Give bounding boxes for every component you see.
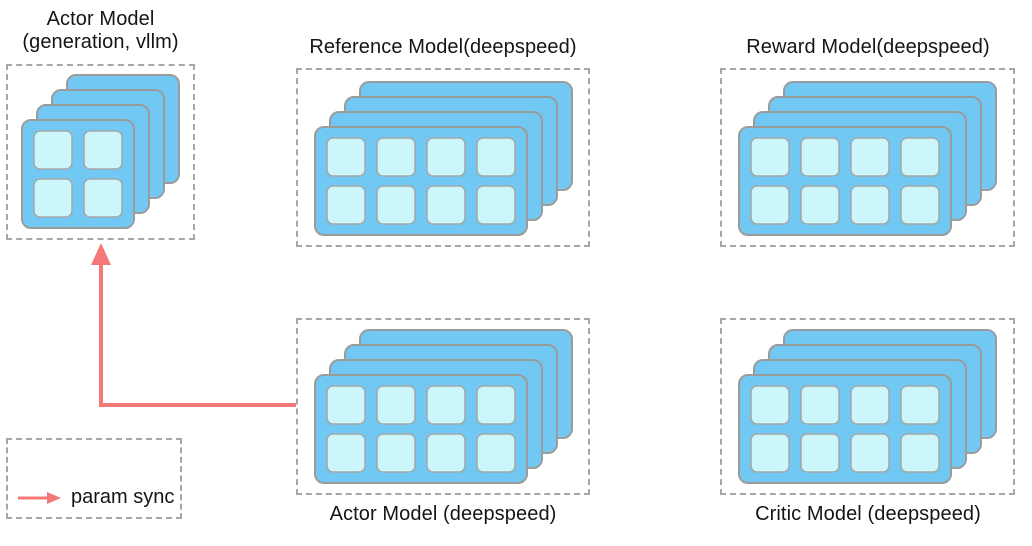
- gpu-cell: [476, 185, 516, 225]
- right-arrow-icon: [18, 491, 61, 504]
- gpu-cell: [750, 185, 790, 225]
- reward-model-box: [720, 68, 1015, 247]
- gpu-cell: [800, 433, 840, 473]
- gpu-cell: [83, 178, 123, 218]
- gpu-cell: [376, 137, 416, 177]
- gpu-cell: [850, 433, 890, 473]
- gpu-cell: [800, 137, 840, 177]
- gpu-cell: [426, 385, 466, 425]
- actor-deepspeed-box: [296, 318, 590, 495]
- gpu-cell: [750, 385, 790, 425]
- reference-model-title-line1: Reference Model(deepspeed): [309, 36, 577, 58]
- reward-model-gpu-stack: [738, 81, 997, 236]
- legend-row: param sync: [16, 486, 174, 509]
- gpu-cell: [750, 433, 790, 473]
- gpu-cell: [900, 137, 940, 177]
- actor-deepspeed-label: Actor Model (deepspeed): [280, 503, 606, 526]
- gpu-cell: [900, 433, 940, 473]
- gpu-cell: [326, 385, 366, 425]
- actor-vllm-title-line1: Actor Model: [46, 8, 155, 30]
- critic-model-label-line1: Critic Model (deepspeed): [755, 503, 981, 525]
- actor-deepspeed-label-line1: Actor Model (deepspeed): [329, 503, 557, 525]
- gpu-cell: [850, 185, 890, 225]
- gpu-cell: [376, 433, 416, 473]
- gpu-card: [314, 374, 528, 484]
- actor-vllm-box: [6, 64, 195, 240]
- legend-box: param sync: [6, 438, 182, 519]
- critic-model-gpu-stack: [738, 329, 997, 484]
- gpu-cell: [800, 385, 840, 425]
- critic-model-label: Critic Model (deepspeed): [705, 503, 1031, 526]
- gpu-cell: [83, 130, 123, 170]
- reference-model-title: Reference Model(deepspeed): [280, 36, 606, 59]
- gpu-cell: [900, 185, 940, 225]
- gpu-cell: [326, 185, 366, 225]
- gpu-cell: [850, 137, 890, 177]
- gpu-cell: [850, 385, 890, 425]
- gpu-cell: [326, 433, 366, 473]
- gpu-cell: [476, 433, 516, 473]
- gpu-cell: [376, 385, 416, 425]
- legend-label: param sync: [71, 486, 175, 508]
- reference-model-box: [296, 68, 590, 247]
- param-sync-arrowhead: [91, 243, 111, 265]
- actor-deepspeed-gpu-stack: [314, 329, 573, 484]
- gpu-card: [738, 374, 952, 484]
- reward-model-title-line1: Reward Model(deepspeed): [746, 36, 990, 58]
- gpu-cell: [476, 137, 516, 177]
- gpu-cell: [376, 185, 416, 225]
- gpu-cell: [33, 130, 73, 170]
- reference-model-gpu-stack: [314, 81, 573, 236]
- gpu-cell: [426, 433, 466, 473]
- gpu-cell: [800, 185, 840, 225]
- gpu-cell: [426, 137, 466, 177]
- gpu-cell: [750, 137, 790, 177]
- gpu-cell: [476, 385, 516, 425]
- gpu-cell: [900, 385, 940, 425]
- param-sync-path: [99, 262, 296, 407]
- gpu-card: [738, 126, 952, 236]
- reward-model-title: Reward Model(deepspeed): [705, 36, 1031, 59]
- gpu-cell: [326, 137, 366, 177]
- critic-model-box: [720, 318, 1015, 495]
- gpu-card: [314, 126, 528, 236]
- gpu-cell: [426, 185, 466, 225]
- gpu-cell: [33, 178, 73, 218]
- actor-vllm-title-line2: (generation, vllm): [22, 31, 179, 53]
- actor-vllm-title: Actor Model (generation, vllm): [6, 8, 195, 54]
- actor-vllm-gpu-stack: [21, 74, 180, 229]
